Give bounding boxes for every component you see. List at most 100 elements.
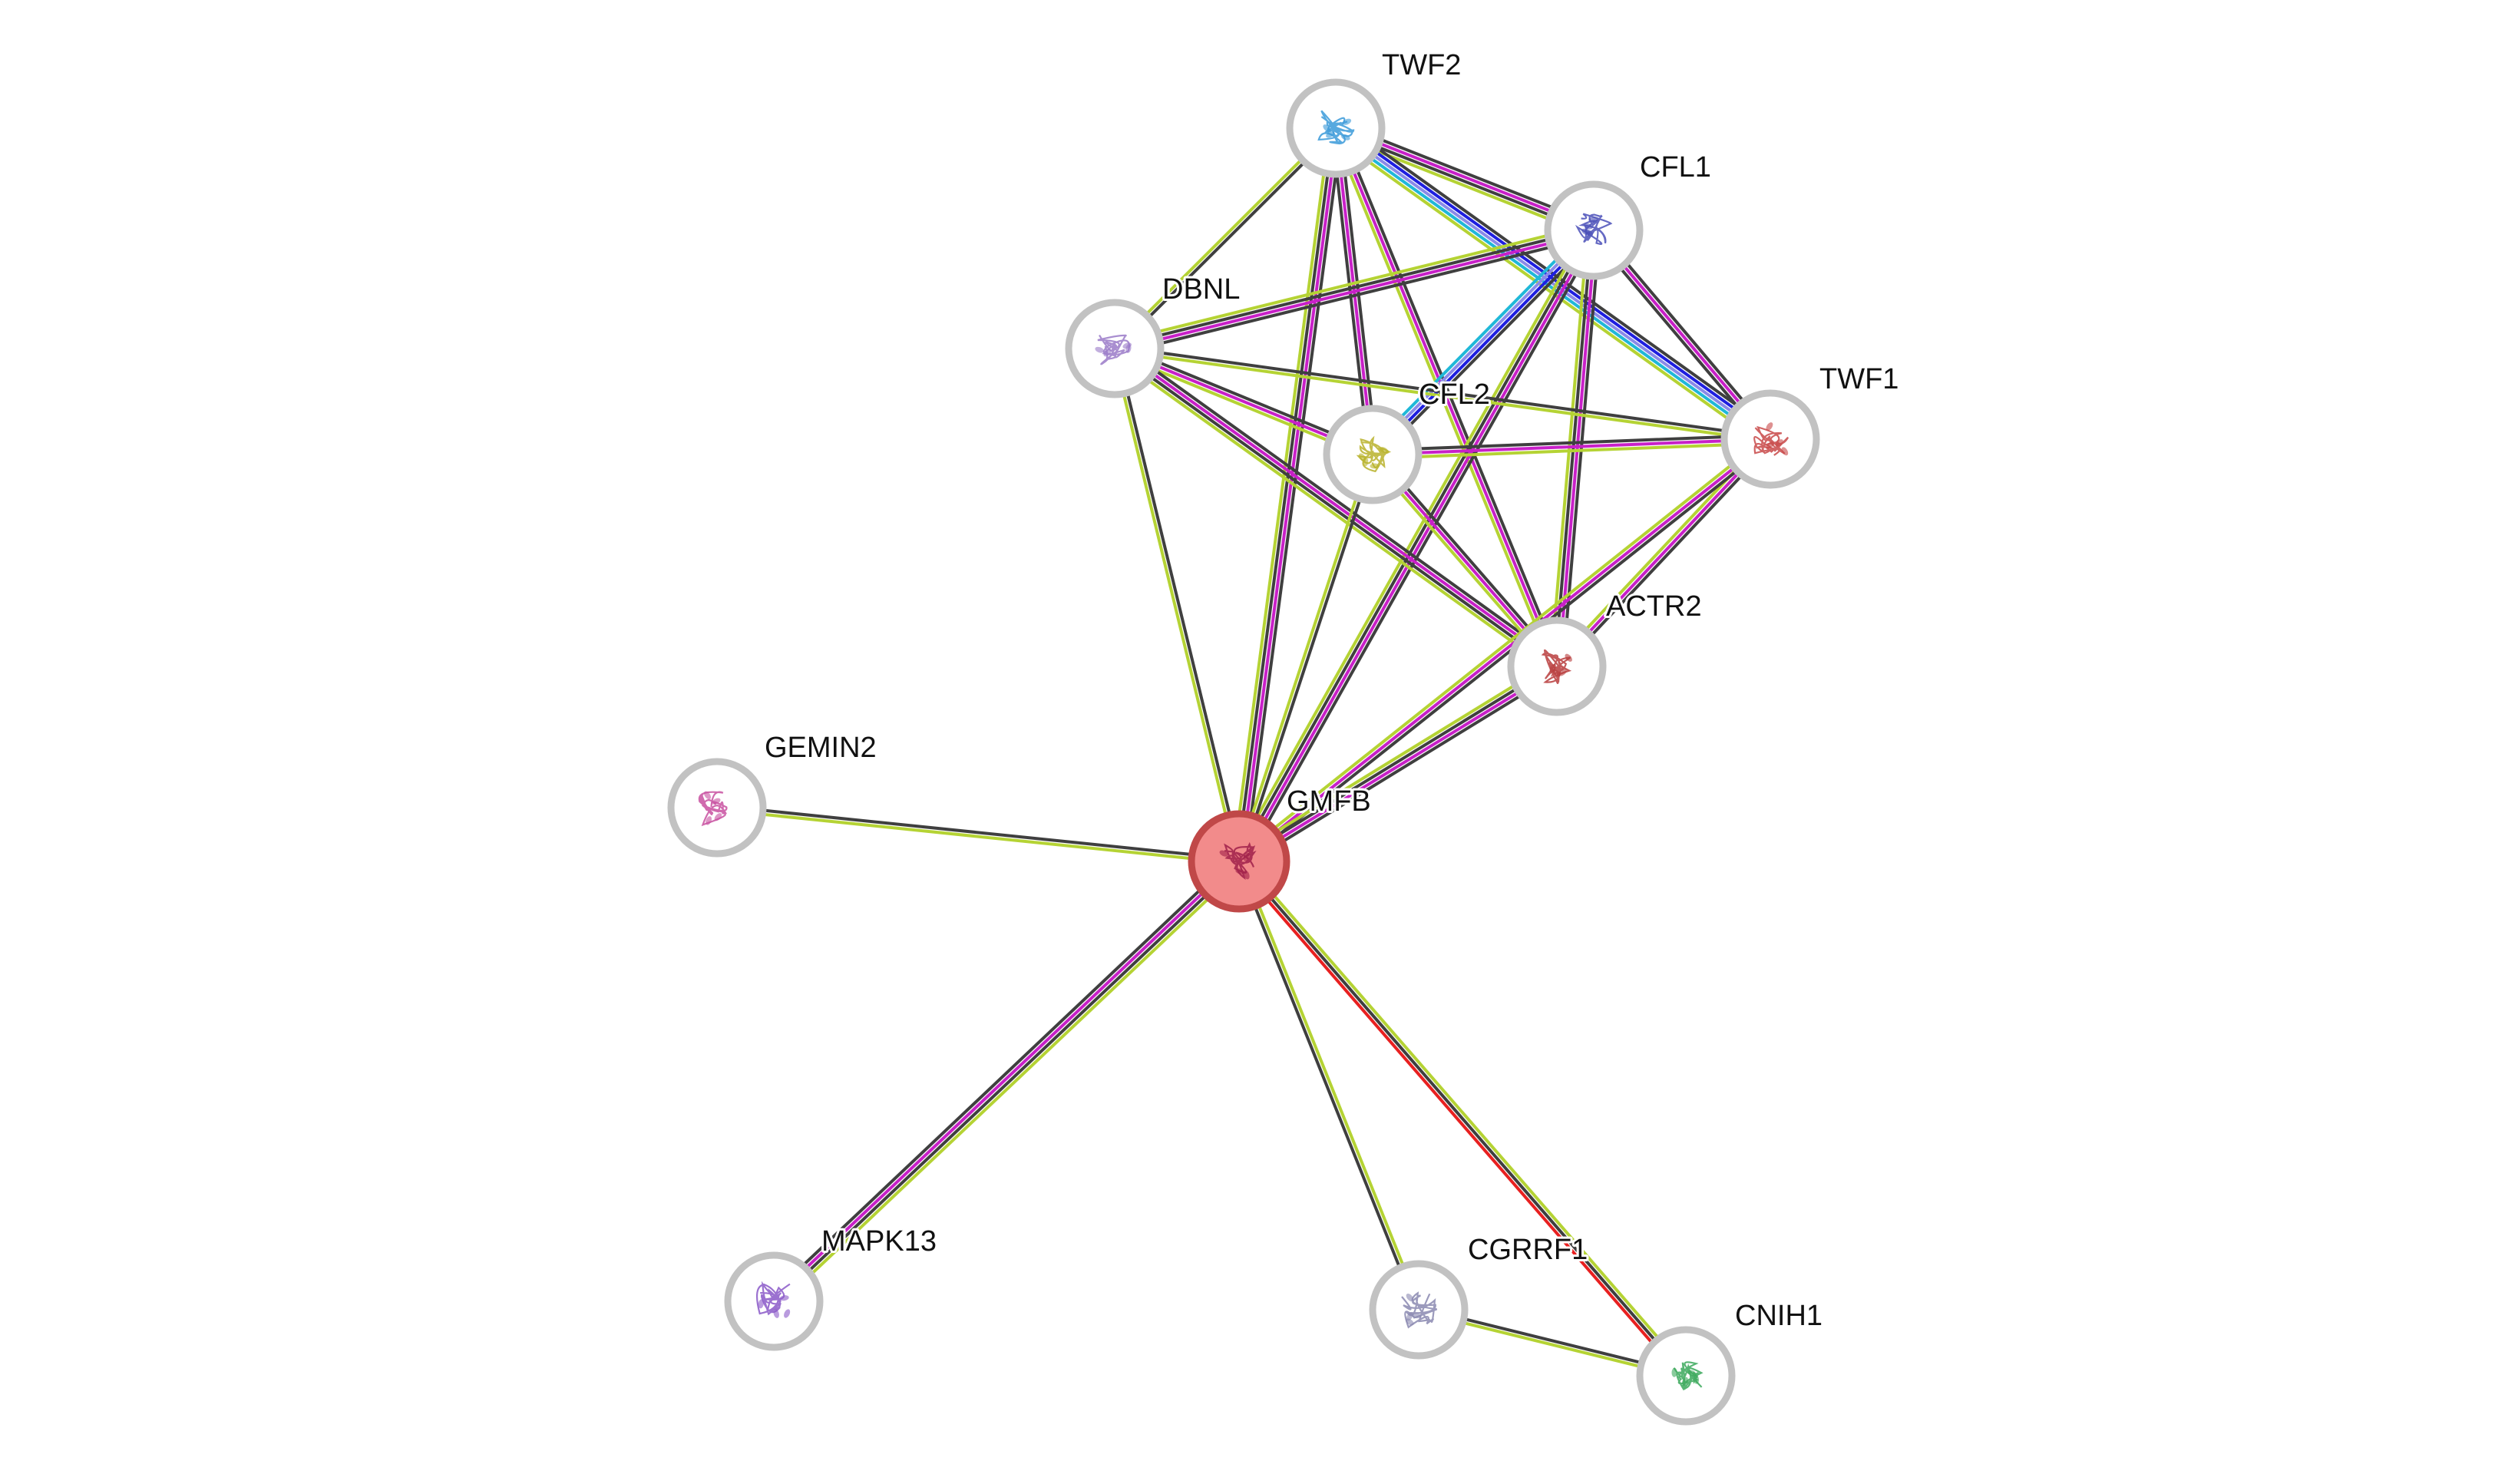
evidence-line <box>1117 342 1561 663</box>
edge-cfl2-gmfb[interactable] <box>1235 453 1376 863</box>
evidence-line <box>1243 232 1601 865</box>
edge-twf2-dbnl[interactable] <box>1112 125 1339 352</box>
evidence-line <box>1238 860 1687 1377</box>
protein-structure-icon <box>1671 1361 1704 1391</box>
protein-structure-icon <box>755 1281 791 1318</box>
evidence-line <box>1234 863 1684 1380</box>
edge-cgrrf1-gmfb[interactable] <box>1235 860 1423 1311</box>
nodes-layer <box>667 78 1820 1426</box>
protein-structure-icon <box>1219 841 1257 881</box>
node-actr2[interactable] <box>1507 616 1607 716</box>
evidence-line <box>1111 349 1239 863</box>
protein-structure-icon <box>1356 435 1392 473</box>
edge-actr2-gmfb[interactable] <box>1234 659 1561 868</box>
evidence-line <box>1232 226 1590 860</box>
edge-dbnl-twf1[interactable] <box>1114 345 1771 443</box>
evidence-line <box>1114 349 1770 443</box>
node-label-gmfb: GMFB <box>1287 785 1371 818</box>
evidence-line <box>1239 128 1340 862</box>
evidence-line <box>1240 441 1774 866</box>
edge-cfl1-dbnl[interactable] <box>1112 223 1596 356</box>
node-label-twf2: TWF2 <box>1382 49 1461 81</box>
edge-cfl1-gmfb[interactable] <box>1232 226 1601 865</box>
evidence-line <box>1239 666 1559 864</box>
protein-structure-icon <box>1575 213 1613 245</box>
node-circle <box>667 758 767 858</box>
evidence-line <box>1370 227 1594 454</box>
node-twf1[interactable] <box>1720 389 1820 489</box>
evidence-line <box>1115 345 1771 439</box>
evidence-line <box>1113 226 1594 349</box>
evidence-line <box>1115 128 1339 352</box>
evidence-line <box>1115 230 1595 352</box>
protein-structure-icon <box>1095 334 1132 365</box>
evidence-line <box>1231 127 1332 861</box>
protein-structure-icon <box>1541 649 1572 685</box>
evidence-line <box>1115 234 1596 356</box>
edge-twf1-gmfb[interactable] <box>1235 435 1774 866</box>
evidence-line <box>777 864 1244 1307</box>
evidence-line <box>1376 233 1600 460</box>
protein-structure-icon <box>1753 422 1789 456</box>
evidence-line <box>1234 659 1555 858</box>
evidence-line <box>1241 858 1690 1374</box>
evidence-line <box>1235 127 1336 861</box>
edge-cfl2-twf1[interactable] <box>1372 433 1771 461</box>
protein-structure-icon <box>698 791 728 827</box>
edge-cnih1-gmfb[interactable] <box>1234 858 1690 1380</box>
evidence-line <box>716 808 1239 865</box>
evidence-line <box>1241 669 1561 868</box>
edge-dbnl-actr2[interactable] <box>1110 342 1561 673</box>
node-label-dbnl: DBNL <box>1162 273 1240 306</box>
node-cfl2[interactable] <box>1323 405 1423 504</box>
evidence-line <box>1239 860 1423 1310</box>
edge-mapk13-gmfb[interactable] <box>768 855 1244 1307</box>
evidence-line <box>1115 345 1559 666</box>
edge-twf2-gmfb[interactable] <box>1231 127 1343 863</box>
node-dbnl[interactable] <box>1065 299 1165 398</box>
node-circle <box>1369 1260 1469 1360</box>
edge-cfl1-cfl2[interactable] <box>1366 225 1600 460</box>
evidence-line <box>774 861 1242 1304</box>
node-label-cgrrf1: CGRRF1 <box>1468 1234 1588 1266</box>
node-cfl1[interactable] <box>1544 180 1644 280</box>
edges-layer <box>716 120 1776 1380</box>
evidence-line <box>1373 441 1771 461</box>
node-mapk13[interactable] <box>724 1251 824 1351</box>
node-twf2[interactable] <box>1286 78 1386 178</box>
node-label-cfl1: CFL1 <box>1640 151 1711 183</box>
edge-dbnl-gmfb[interactable] <box>1111 347 1243 863</box>
evidence-line <box>771 858 1239 1301</box>
evidence-line <box>1115 347 1243 861</box>
node-label-twf1: TWF1 <box>1819 363 1899 395</box>
evidence-line <box>1555 438 1772 668</box>
node-label-gemin2: GEMIN2 <box>765 732 877 764</box>
evidence-line <box>1243 128 1343 863</box>
evidence-line <box>1330 129 1555 669</box>
edge-gemin2-gmfb[interactable] <box>716 804 1240 865</box>
node-gmfb[interactable] <box>1188 810 1290 913</box>
evidence-line <box>1112 349 1557 669</box>
evidence-line <box>1373 230 1597 458</box>
protein-structure-icon <box>1401 1291 1438 1329</box>
evidence-line <box>1337 124 1774 438</box>
evidence-line <box>1112 125 1336 349</box>
evidence-line <box>1110 352 1555 673</box>
protein-structure-icon <box>1317 110 1355 145</box>
evidence-line <box>1330 133 1767 448</box>
node-label-actr2: ACTR2 <box>1606 590 1702 623</box>
node-circle <box>724 1251 824 1351</box>
evidence-line <box>1334 127 1772 441</box>
evidence-line <box>1558 441 1775 670</box>
evidence-line <box>1239 230 1598 864</box>
evidence-line <box>1239 454 1376 863</box>
evidence-line <box>1112 223 1593 345</box>
node-gemin2[interactable] <box>667 758 767 858</box>
node-cgrrf1[interactable] <box>1369 1260 1469 1360</box>
node-label-mapk13: MAPK13 <box>821 1225 937 1258</box>
evidence-line <box>1235 453 1373 861</box>
evidence-line <box>768 855 1236 1298</box>
node-cnih1[interactable] <box>1636 1326 1736 1426</box>
evidence-line <box>1557 230 1598 667</box>
